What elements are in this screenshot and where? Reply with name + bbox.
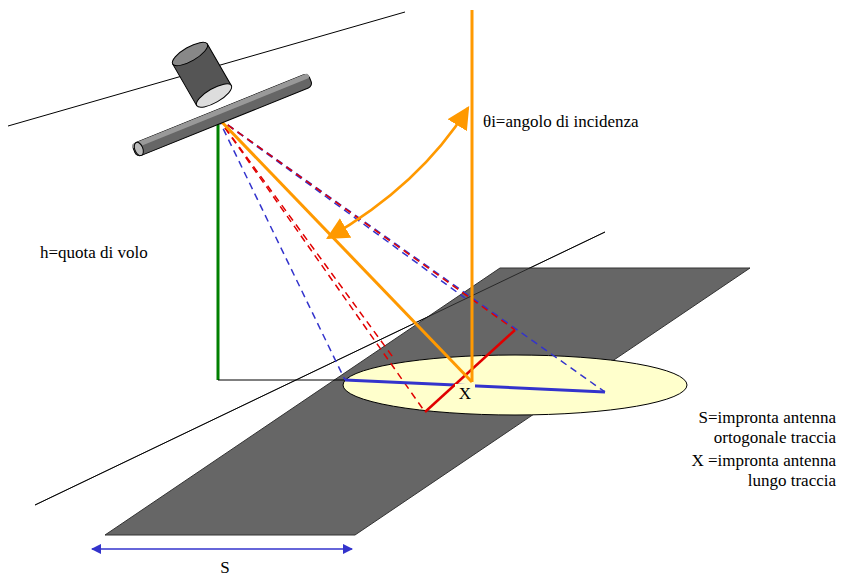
height-label: h=quota di volo — [40, 243, 210, 263]
look-direction — [218, 118, 472, 382]
beam-edge — [218, 118, 395, 360]
across-track-footprint — [345, 380, 605, 392]
legend-note: S=impronta antenna ortogonale traccia — [668, 408, 836, 449]
beam-edge — [218, 118, 345, 380]
legend-note: X =impronta antenna lungo traccia — [668, 451, 836, 492]
antenna-footprint — [343, 355, 687, 415]
along-track-footprint — [425, 330, 515, 412]
antenna-cylinder — [169, 38, 235, 112]
local-vertical — [471, 10, 474, 382]
beam-edge — [218, 118, 515, 330]
beam-edge — [218, 118, 465, 298]
footprint-letter: X — [455, 384, 475, 404]
beam-edge — [218, 118, 605, 392]
dimension-label: S — [205, 558, 245, 578]
angle-label: θi=angolo di incidenza — [483, 112, 713, 132]
ground-swath — [105, 268, 750, 535]
incidence-angle-arc — [328, 108, 468, 238]
ground-projection — [218, 380, 345, 381]
antenna — [132, 73, 313, 157]
height-line — [217, 120, 220, 380]
swath-dimension — [92, 548, 352, 550]
beam-edge — [218, 118, 425, 412]
track-line — [8, 12, 405, 126]
